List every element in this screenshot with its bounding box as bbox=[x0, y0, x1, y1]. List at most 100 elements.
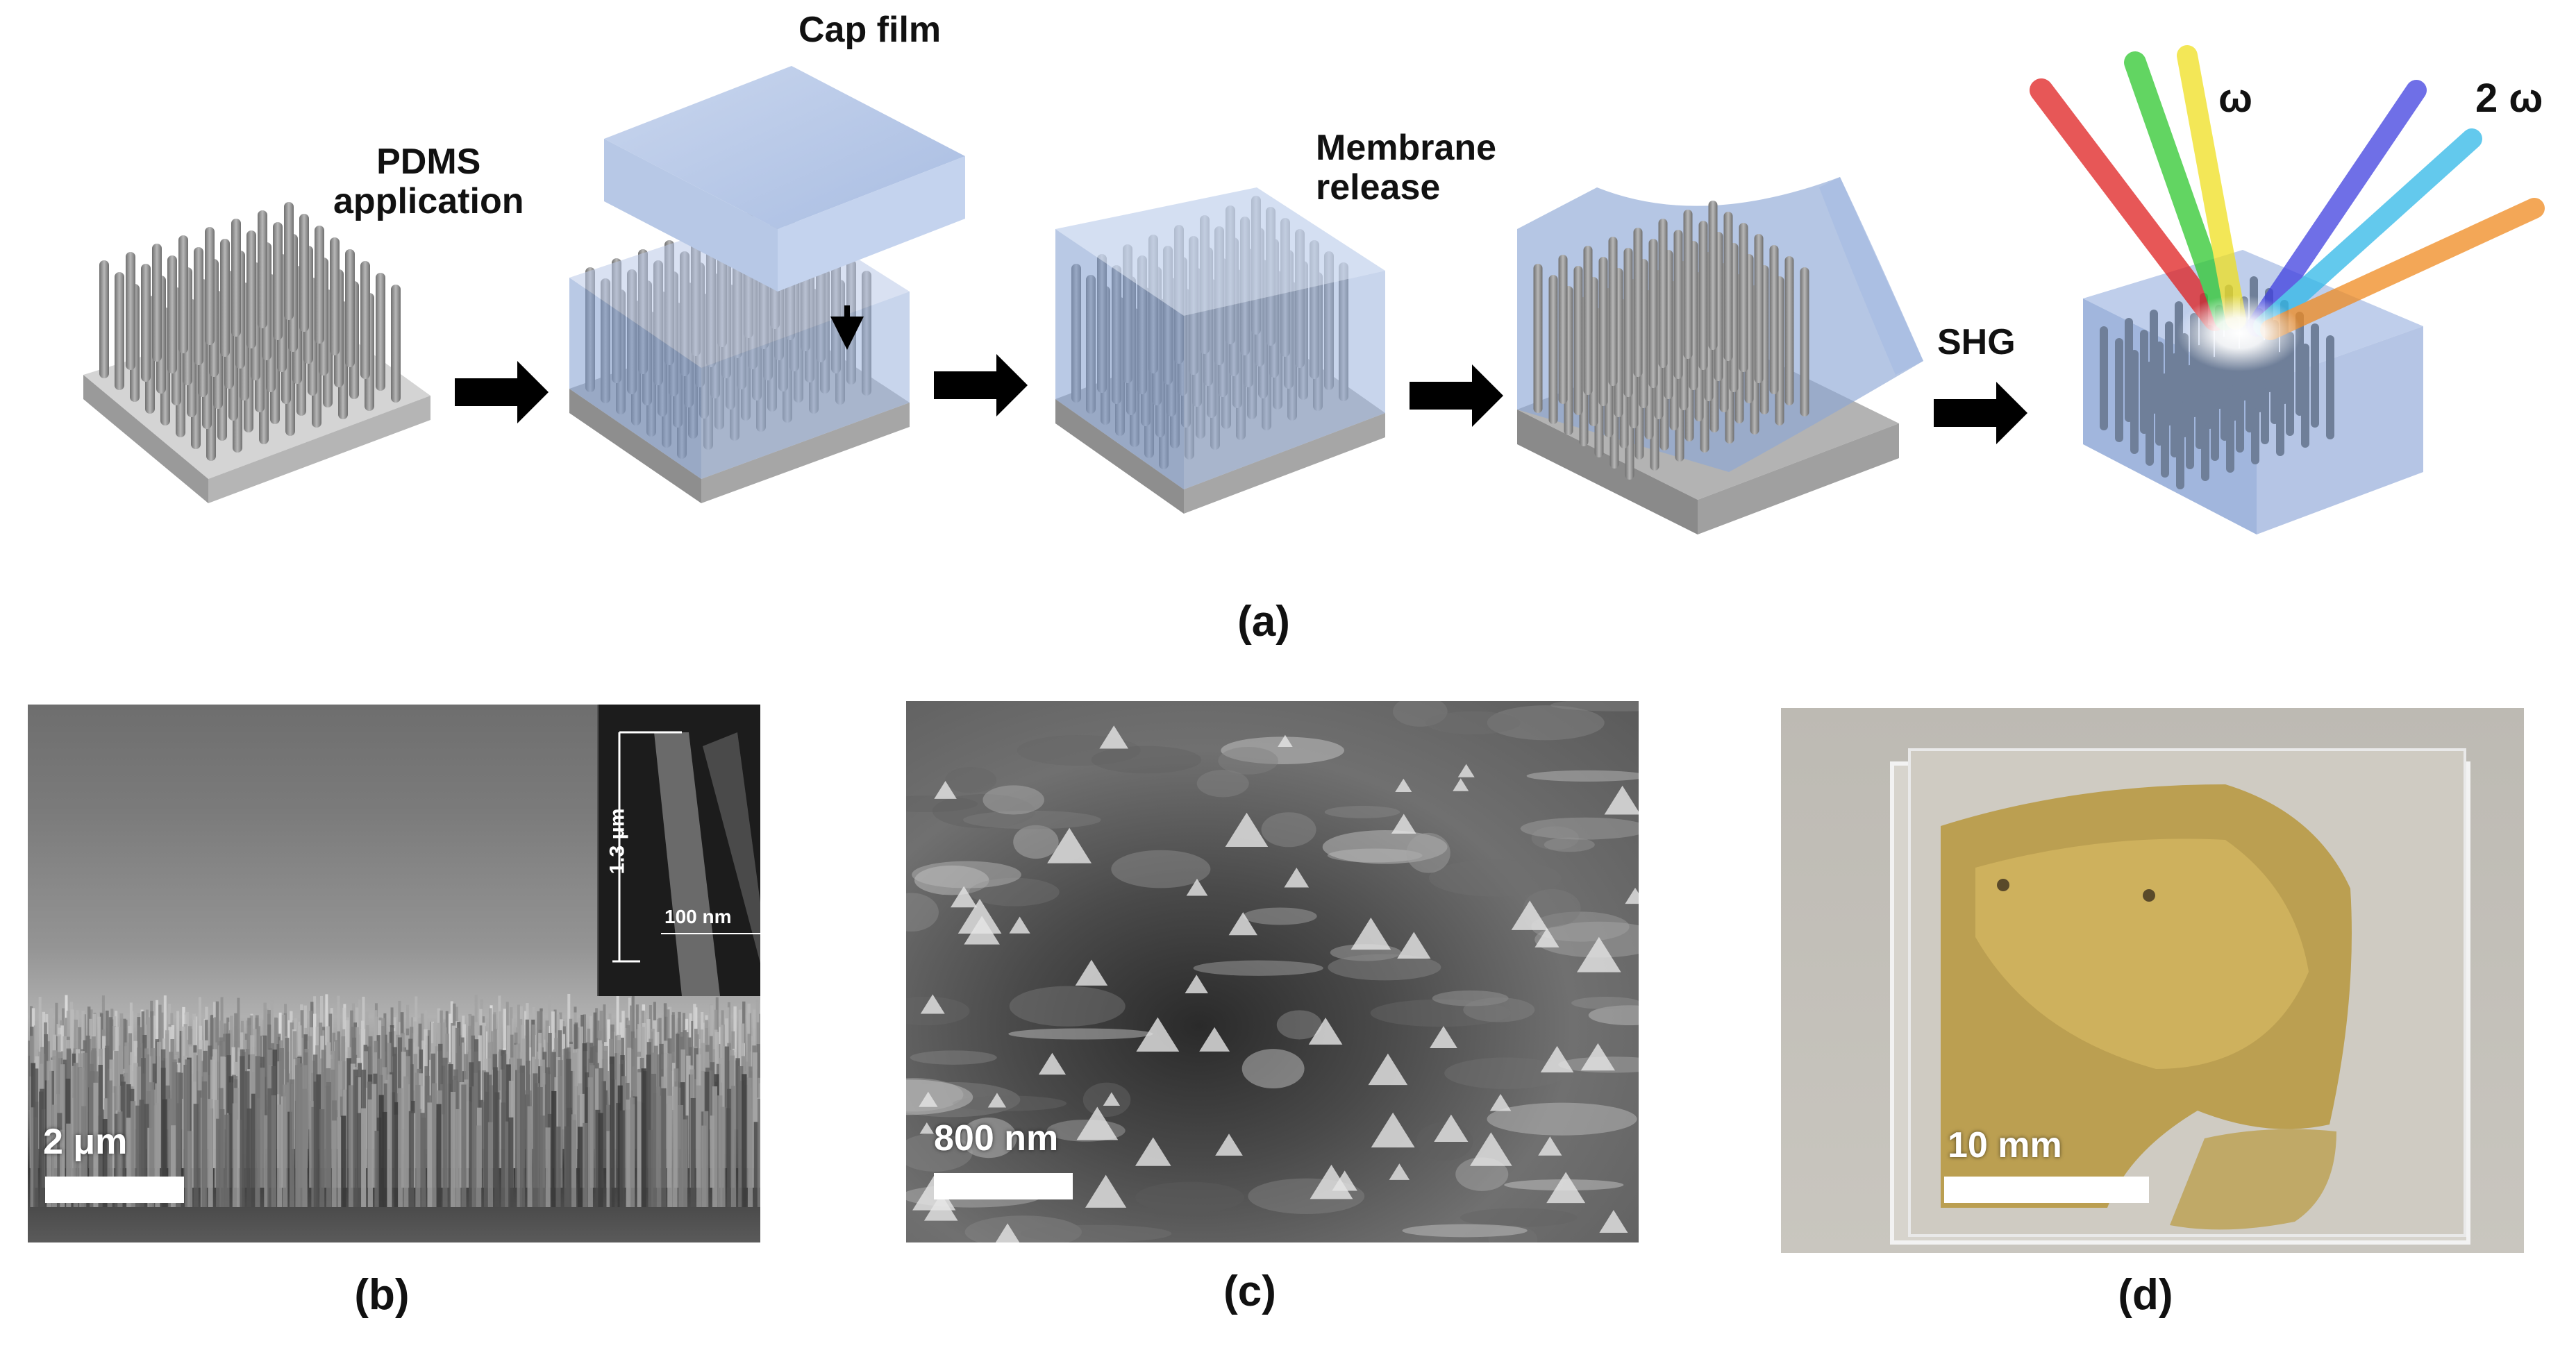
membrane-ridge bbox=[912, 861, 1021, 888]
membrane-ridge bbox=[1221, 736, 1345, 765]
nanorod bbox=[205, 227, 215, 345]
membrane-ridge bbox=[964, 1215, 1082, 1242]
sem-nanorod bbox=[101, 995, 105, 1052]
sem-nanorod bbox=[102, 1036, 106, 1110]
rod-tip bbox=[1103, 1092, 1121, 1106]
sem-nanorod bbox=[548, 995, 551, 1052]
step2-pdms-cap bbox=[569, 66, 965, 503]
sem-nanorod bbox=[598, 1113, 603, 1207]
nanorod bbox=[1648, 239, 1658, 388]
sem-nanorod bbox=[102, 1119, 108, 1207]
sem-nanorod bbox=[476, 1125, 482, 1207]
sem-nanorod bbox=[476, 1061, 481, 1149]
membrane-ridge bbox=[945, 766, 997, 793]
inset-width-label: 100 nm bbox=[664, 906, 732, 927]
sem-nanorod bbox=[626, 1100, 631, 1207]
sem-nanorod bbox=[421, 1118, 426, 1207]
nanorod bbox=[2100, 326, 2108, 430]
sem-nanorod bbox=[703, 1111, 709, 1207]
schematic-figure bbox=[83, 45, 2545, 534]
sem-nanorod bbox=[319, 1109, 325, 1207]
sem-nanorod bbox=[691, 1020, 694, 1071]
sem-nanorod bbox=[139, 1100, 144, 1207]
rod-tip bbox=[1538, 1136, 1562, 1156]
rod-tip bbox=[1228, 912, 1257, 936]
sem-nanorod bbox=[283, 1084, 288, 1207]
sem-nanorod bbox=[540, 1115, 545, 1207]
sem-nanorod bbox=[651, 1073, 657, 1207]
membrane-ridge bbox=[1013, 825, 1059, 859]
sem-nanorod bbox=[341, 1036, 346, 1129]
nanorod bbox=[2326, 335, 2334, 439]
sem-nanorod bbox=[742, 1074, 747, 1207]
label-two-omega: 2 ω bbox=[2475, 76, 2543, 121]
sem-nanorod bbox=[60, 1129, 65, 1207]
membrane-ridge bbox=[1534, 921, 1639, 958]
membrane-ridge bbox=[1444, 1057, 1568, 1089]
sem-nanorod bbox=[738, 1009, 742, 1090]
membrane-ridge bbox=[906, 893, 939, 932]
sem-nanorod bbox=[224, 1056, 228, 1129]
sem-tilted-image: 1.3 μm 100 nm 2 μm bbox=[28, 705, 760, 1242]
membrane-ridge bbox=[910, 1050, 997, 1065]
nanorod bbox=[1583, 246, 1593, 395]
rod-tip bbox=[1580, 1043, 1616, 1071]
membrane-ridge bbox=[1091, 745, 1202, 774]
membrane-ridge bbox=[1241, 1049, 1305, 1089]
rod-tip bbox=[1389, 1163, 1410, 1180]
sem-nanorod bbox=[440, 1114, 445, 1188]
scale-bar-label-d: 10 mm bbox=[1948, 1125, 2062, 1165]
nanorod bbox=[220, 239, 230, 357]
nanorod bbox=[1708, 201, 1718, 350]
sem-nanorod bbox=[469, 1062, 474, 1207]
membrane-ridge bbox=[906, 1134, 973, 1172]
process-arrow-1 bbox=[455, 361, 549, 423]
sem-nanorod bbox=[155, 1083, 160, 1207]
nanorod bbox=[1598, 257, 1608, 406]
rod-tip bbox=[1099, 725, 1129, 749]
sem-nanorod bbox=[162, 1099, 167, 1207]
sem-nanorod bbox=[271, 1095, 276, 1207]
sem-nanorod bbox=[489, 1008, 492, 1071]
caption-b: (b) bbox=[354, 1271, 410, 1319]
step5-shg-block bbox=[2030, 45, 2545, 534]
sem-nanorod bbox=[667, 1095, 673, 1207]
sem-nanorod bbox=[690, 1097, 696, 1207]
sem-nanorod bbox=[187, 1131, 193, 1207]
sem-nanorod bbox=[297, 1063, 303, 1207]
sem-nanorod bbox=[712, 1086, 718, 1207]
rod-tip bbox=[1332, 1170, 1357, 1191]
membrane-ridge bbox=[1218, 746, 1278, 775]
sem-nanorod bbox=[114, 1050, 119, 1168]
sem-nanorod bbox=[325, 994, 328, 1052]
membrane-ridge bbox=[1526, 770, 1639, 782]
rod-tip bbox=[1625, 887, 1639, 904]
sem-nanorod bbox=[487, 1122, 494, 1207]
sem-nanorod bbox=[387, 1074, 392, 1207]
membrane-ridge bbox=[963, 810, 1101, 829]
sem-nanorod bbox=[727, 1088, 733, 1207]
sem-nanorod bbox=[576, 1048, 580, 1110]
membrane-ridge bbox=[1460, 1208, 1578, 1227]
sem-nanorod bbox=[260, 1068, 265, 1188]
nanorod bbox=[1558, 255, 1568, 404]
sem-nanorod bbox=[270, 1000, 274, 1052]
nanorod bbox=[2150, 310, 2158, 414]
sem-nanorod bbox=[587, 1028, 591, 1071]
membrane-ridge bbox=[953, 1095, 1067, 1111]
sem-nanorod bbox=[403, 1076, 409, 1207]
rod-tip bbox=[1540, 1045, 1574, 1072]
rod-tip bbox=[1009, 916, 1030, 934]
sem-nanorod bbox=[160, 1012, 164, 1071]
sem-nanorod bbox=[234, 1013, 238, 1090]
nanorod bbox=[115, 272, 124, 390]
sem-nanorod bbox=[619, 1110, 625, 1207]
membrane-ridge bbox=[1428, 859, 1562, 897]
sem-nanorod bbox=[390, 1092, 396, 1188]
sem-nanorod bbox=[85, 1035, 90, 1149]
sample-on-glass bbox=[1890, 748, 2470, 1245]
sem-nanorod bbox=[224, 1114, 230, 1207]
sem-nanorod bbox=[98, 1109, 104, 1207]
sem-nanorod bbox=[633, 1096, 638, 1168]
sem-nanorod bbox=[348, 1085, 354, 1207]
